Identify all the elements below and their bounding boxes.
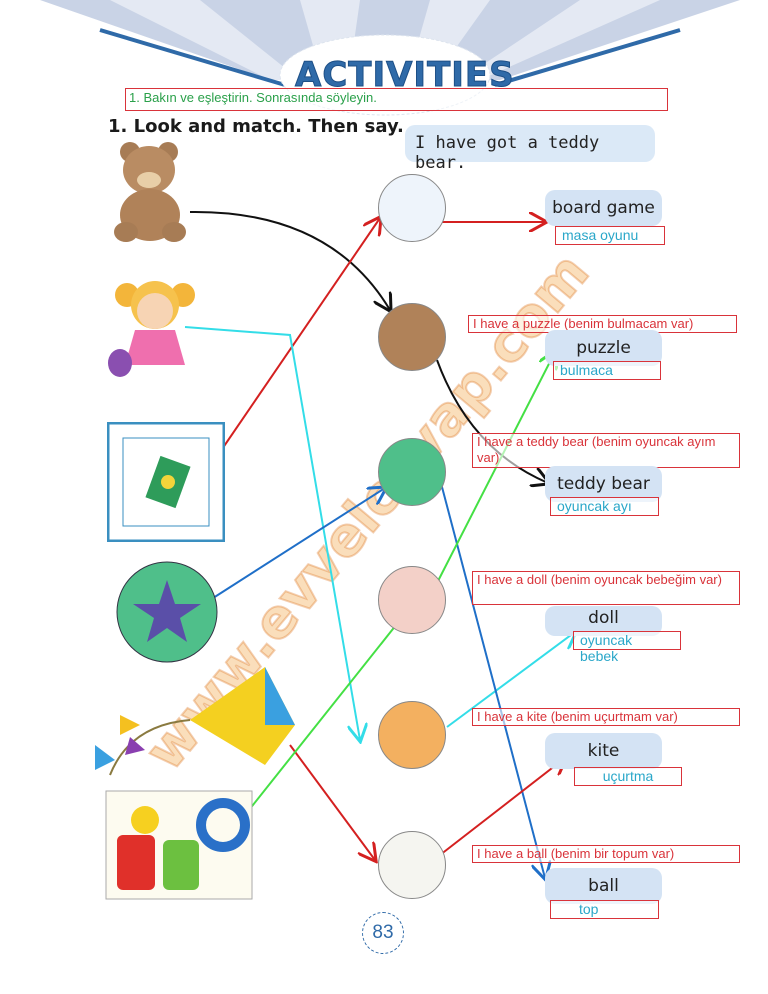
translation-puzzle: bulmaca — [553, 361, 661, 380]
word-kite: kite — [545, 733, 662, 769]
doll-circle — [378, 701, 446, 769]
translation-doll: oyuncak bebek — [573, 631, 681, 664]
puzzle-circle — [378, 566, 446, 634]
match-line-kite — [289, 744, 375, 860]
doll-picture — [108, 281, 195, 377]
sentence-kite: I have a kite (benim uçurtmam var) — [472, 708, 740, 726]
ball-circle — [378, 438, 446, 506]
sentence-teddy-bear: I have a teddy bear (benim oyuncak ayım … — [472, 433, 740, 468]
board-game-circle — [378, 174, 446, 242]
kite-picture — [95, 667, 295, 776]
speech-bubble: I have got a teddy bear. — [405, 125, 655, 173]
translation-teddy-bear: oyuncak ayı — [550, 497, 659, 516]
match-line-kite-word — [439, 758, 565, 856]
teddy-bear-picture — [114, 142, 186, 242]
page-number: 83 — [362, 912, 404, 954]
exercise-title: 1. Look and match. Then say. — [108, 116, 404, 137]
word-teddy-bear: teddy bear — [545, 466, 662, 502]
translation-ball: top — [550, 900, 659, 919]
teddy-bear-circle — [378, 303, 446, 371]
word-board-game: board game — [545, 190, 662, 226]
sentence-ball: I have a ball (benim bir topum var) — [472, 845, 740, 863]
translation-board-game: masa oyunu — [555, 226, 665, 245]
match-line-teddy-bear — [189, 210, 390, 310]
word-puzzle: puzzle — [545, 330, 662, 366]
ball-picture — [116, 561, 218, 663]
puzzle-picture — [105, 790, 253, 900]
sentence-puzzle: I have a puzzle (benim bulmacam var) — [468, 315, 737, 333]
translation-kite: uçurtma — [574, 767, 682, 786]
sentence-doll: I have a doll (benim oyuncak bebeğim var… — [472, 571, 740, 605]
match-line-board-game — [217, 218, 380, 456]
kite-circle — [378, 831, 446, 899]
instruction-translation: 1. Bakın ve eşleştirin. Sonrasında söyle… — [125, 88, 668, 111]
word-ball: ball — [545, 868, 662, 904]
board-game-picture — [107, 422, 225, 542]
match-line-ball-word — [436, 467, 545, 878]
